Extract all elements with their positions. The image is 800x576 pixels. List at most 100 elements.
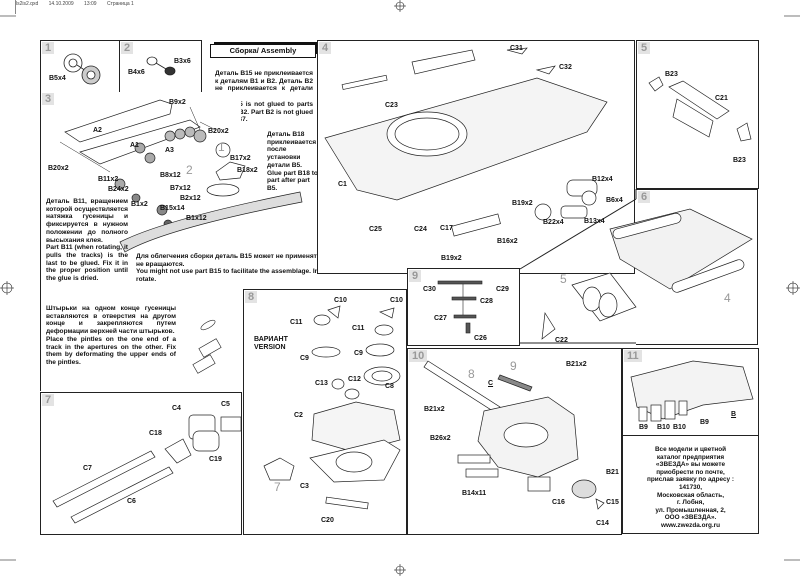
part-label: C19	[209, 456, 222, 463]
part-label: C6	[127, 498, 136, 505]
fenders-illustration	[630, 360, 754, 422]
part-label: C25	[369, 226, 382, 233]
part-label: C10	[334, 297, 347, 304]
part-label: B16x2	[497, 238, 518, 245]
part-label: B23	[733, 157, 746, 164]
b11-note: Деталь В11, вращением которой осуществля…	[46, 198, 128, 283]
part-label: B21x2	[566, 361, 587, 368]
part-label: C9	[354, 350, 363, 357]
part-label: B5x4	[49, 75, 66, 82]
part-label: B9	[639, 424, 648, 431]
b11-note-en: Part B11 (when rotating, it pulls the tr…	[46, 244, 128, 283]
part-label: B17x2	[230, 155, 251, 162]
step-number: 1	[42, 42, 55, 54]
turret-illustration	[263, 305, 401, 510]
step-number: 9	[409, 270, 422, 282]
part-label: A1	[130, 142, 139, 149]
contact-line: «ЗВЕЗДА» вы можете	[655, 461, 726, 469]
part-label: B22x4	[543, 219, 564, 226]
part-label: C2	[294, 412, 303, 419]
step-9-panel: 9 C30 C29 C28 C27 C26	[407, 268, 520, 346]
contact-line: прислав заявку по адресу :	[647, 476, 734, 484]
sub-ref-4: 4	[724, 291, 731, 305]
contact-line: каталог предприятия	[656, 453, 725, 461]
contact-line: Московская область,	[657, 491, 724, 499]
part-label: C29	[496, 286, 509, 293]
part-label: C20	[321, 517, 334, 524]
part-label: B4x6	[128, 69, 145, 76]
part-label: C12	[348, 376, 361, 383]
part-label: B1x12	[186, 215, 207, 222]
sub-ref-1: 1	[218, 140, 225, 154]
assembly-note-en: You might not use part B15 to facilitate…	[136, 268, 407, 284]
track-assembly-illustration	[59, 99, 303, 253]
step-8-panel: 8 ВАРИАНТ VERSION C10 C10 C11 C11 C9 C9 …	[243, 289, 407, 535]
part-label: C13	[315, 380, 328, 387]
variant-label: ВАРИАНТ	[254, 336, 288, 343]
contact-line: ООО «ЗВЕЗДА».	[664, 514, 717, 522]
part-label: C28	[480, 298, 493, 305]
b18-note: Деталь В18 приклеивается после установки…	[267, 131, 319, 193]
part-label: B13x4	[584, 218, 605, 225]
part-label: C3	[300, 483, 309, 490]
part-label: B19x2	[512, 200, 533, 207]
part-label: C4	[172, 405, 181, 412]
contact-line: г. Лобня,	[676, 499, 705, 507]
step-1-panel: 1 B5x4	[40, 40, 120, 93]
step-6-frame-lines	[519, 189, 637, 344]
hull-rear-illustration	[541, 208, 753, 340]
part-label: C21	[715, 95, 728, 102]
part-label: B8x12	[160, 172, 181, 179]
step-10-panel: 10 B21x2 B21x2 B26x2 B14x11 B21 C16 C15 …	[407, 348, 622, 535]
part-label: C27	[434, 315, 447, 322]
part-label: C23	[385, 102, 398, 109]
sprocket-wheels-illustration	[63, 53, 101, 85]
step-number: 11	[624, 350, 642, 362]
part-label: C16	[552, 499, 565, 506]
part-label: B26x2	[430, 435, 451, 442]
assembly-note: Для облегчения сборки деталь В15 может н…	[136, 253, 412, 284]
part-label: C17	[440, 225, 453, 232]
part-label: C18	[149, 430, 162, 437]
part-label: B7x12	[170, 185, 191, 192]
file-name: ls2is2.qxd	[16, 1, 39, 7]
part-label: A3	[165, 147, 174, 154]
part-label: B20x2	[208, 128, 229, 135]
pintles-note-en: Place the pintles on the one end of a tr…	[46, 335, 176, 366]
sub-ref-9: 9	[510, 359, 517, 373]
part-label: C26	[474, 335, 487, 342]
part-label: B	[731, 411, 737, 418]
contact-line: ул. Промышленная, 2,	[655, 506, 726, 514]
part-label: C14	[596, 520, 609, 527]
part-label: B12x4	[592, 176, 613, 183]
part-label: C1	[338, 181, 347, 188]
part-label: B3x6	[174, 58, 191, 65]
part-label: C32	[559, 64, 572, 71]
part-label: B9	[700, 419, 709, 426]
step-number: 7	[42, 394, 55, 406]
part-label: C	[488, 380, 494, 387]
assembly-note-ru: Для облегчения сборки деталь В15 может н…	[136, 253, 403, 268]
part-label: B11x2	[98, 176, 119, 183]
part-label: C22	[555, 337, 568, 344]
gun-barrel-illustration	[52, 414, 241, 524]
part-label: B21	[606, 469, 619, 476]
part-label: B1x2	[131, 201, 148, 208]
part-label: B18x2	[237, 167, 258, 174]
part-label: B24x2	[108, 186, 129, 193]
part-label: C7	[83, 465, 92, 472]
step-number: 5	[638, 42, 651, 54]
hull-upper-illustration	[324, 47, 608, 237]
part-label: B21x2	[424, 406, 445, 413]
step-11-panel: 11 B9 B10 B10 B9 B	[622, 348, 759, 436]
part-label: B14x11	[462, 490, 487, 497]
sub-ref-5: 5	[560, 272, 567, 286]
part-label: B19x2	[441, 255, 462, 262]
version-label: VERSION	[254, 344, 286, 351]
sub-ref-2: 2	[186, 163, 193, 177]
part-label: C24	[414, 226, 427, 233]
assembly-title: Сборка/ Assembly	[210, 44, 316, 58]
contact-line: Все модели и цветной	[654, 446, 727, 453]
